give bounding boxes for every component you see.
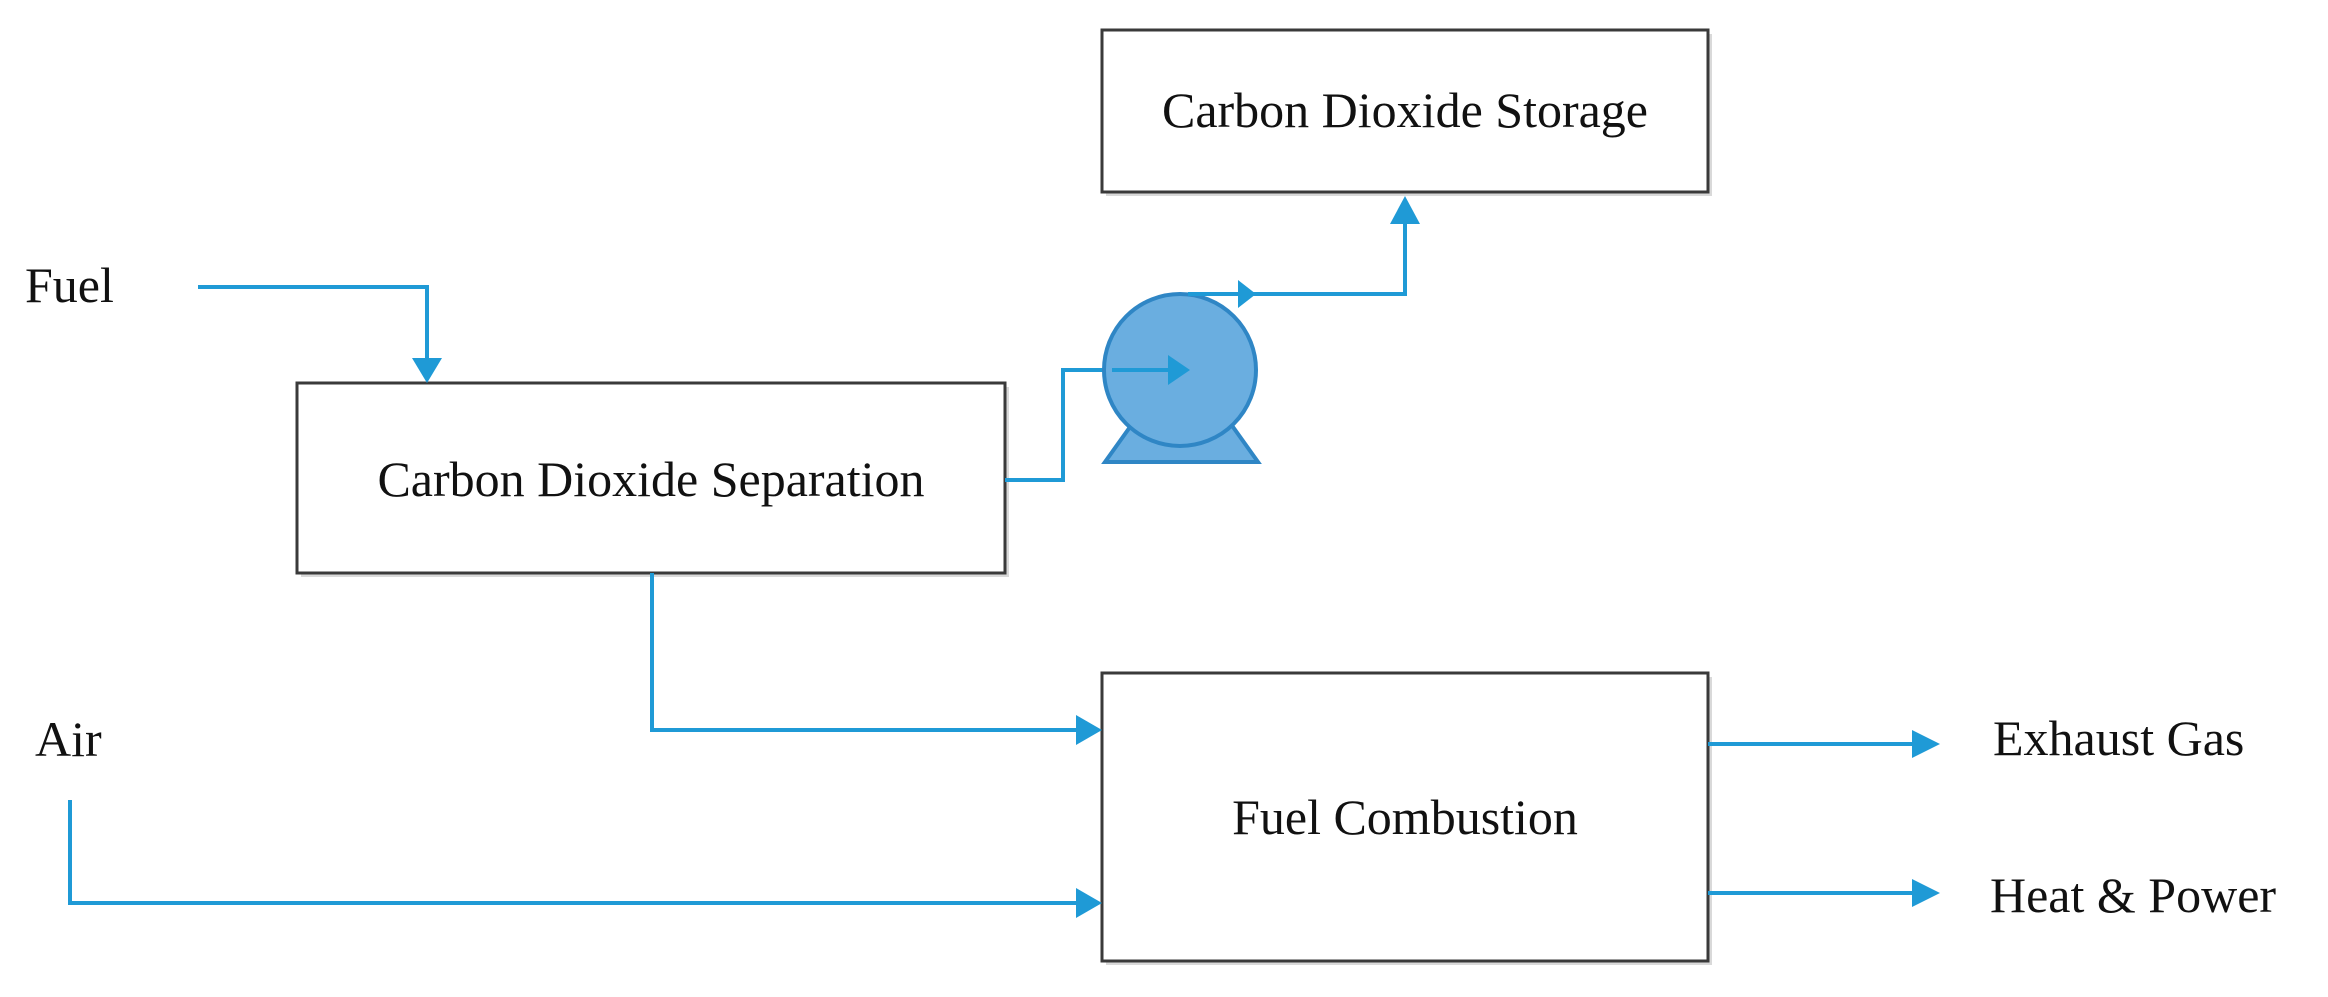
exhaust-gas-arrow	[1708, 730, 1940, 758]
exhaust-gas-label: Exhaust Gas	[1993, 710, 2244, 766]
air-label: Air	[35, 711, 102, 767]
fuel-label: Fuel	[25, 257, 114, 313]
pump-to-storage-arrow	[1188, 196, 1420, 308]
fuel-flow-arrow	[198, 285, 442, 383]
storage-box-label: Carbon Dioxide Storage	[1162, 82, 1648, 138]
combustion-box-label: Fuel Combustion	[1232, 789, 1578, 845]
pump-icon	[1101, 292, 1262, 464]
air-flow-arrow	[68, 800, 1102, 918]
separation-box: Carbon Dioxide Separation	[295, 381, 1009, 577]
heat-power-arrow	[1708, 879, 1940, 907]
separation-box-label: Carbon Dioxide Separation	[377, 451, 924, 507]
combustion-box: Fuel Combustion	[1100, 671, 1712, 965]
storage-box: Carbon Dioxide Storage	[1100, 28, 1712, 196]
heat-power-label: Heat & Power	[1990, 867, 2276, 923]
separation-to-combustion-arrow	[650, 573, 1102, 745]
